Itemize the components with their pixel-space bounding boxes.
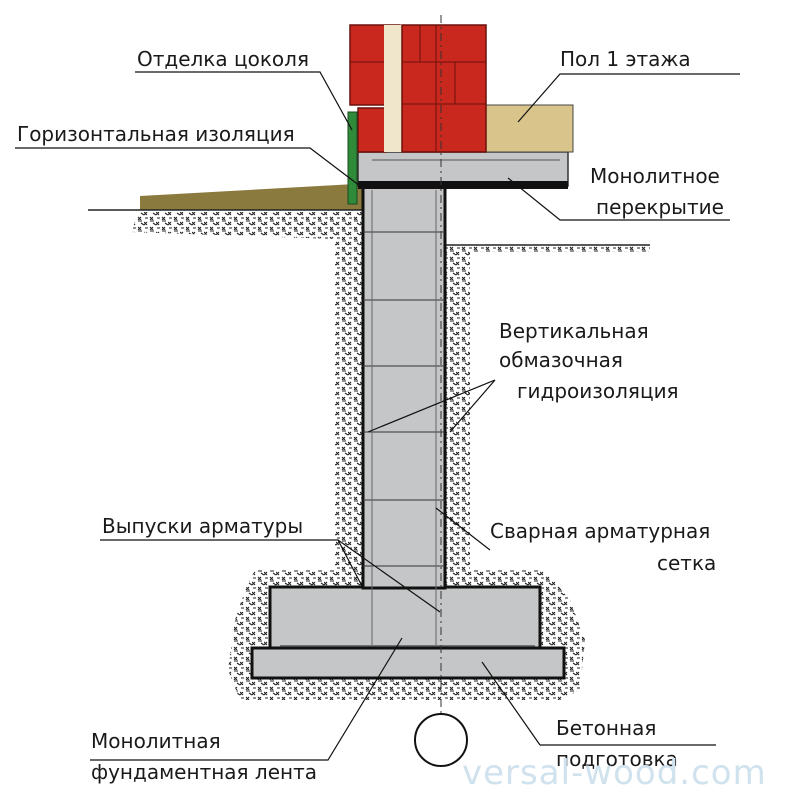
label-monolithic-slab-1: Монолитное [590,164,720,188]
strip-footing [268,585,542,650]
label-plinth-finish: Отделка цоколя [137,47,309,71]
label-strip-foundation-2: фундаментная лента [91,760,317,784]
label-monolithic-slab-2: перекрытие [596,195,724,219]
label-rebar-outlets: Выпуски арматуры [102,514,303,538]
watermark: versal-wood.com [462,753,767,793]
label-welded-mesh-1: Сварная арматурная [490,519,710,543]
concrete-bed [250,646,566,680]
label-concrete-bed-2: подготовка [556,747,678,771]
ground-surface [88,184,650,246]
label-first-floor: Пол 1 этажа [560,47,691,71]
brick-wall [349,24,487,153]
monolithic-slab [357,151,569,189]
labels: Отделка цоколя Горизонтальная изоляция П… [17,47,724,784]
first-floor [484,104,574,153]
leader-lines [15,71,740,761]
plinth-finish [347,111,358,205]
label-concrete-bed-1: Бетонная [556,716,656,740]
label-horizontal-insulation: Горизонтальная изоляция [17,122,295,146]
label-vertical-waterproofing-3: гидроизоляция [517,379,679,403]
label-vertical-waterproofing-2: обмазочная [499,348,623,372]
label-vertical-waterproofing-1: Вертикальная [499,319,649,343]
axis-marker [414,713,468,767]
foundation-wall [361,184,447,645]
label-strip-foundation-1: Монолитная [91,729,221,753]
label-welded-mesh-2: сетка [657,551,716,575]
